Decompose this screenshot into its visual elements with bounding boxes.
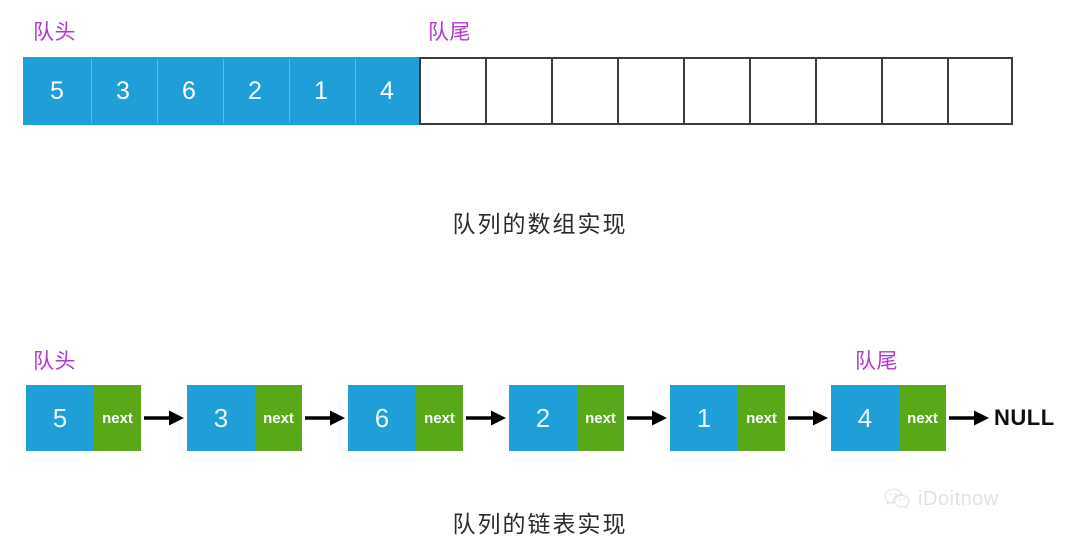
list-head-label: 队头 xyxy=(33,350,76,373)
array-cell xyxy=(749,57,815,125)
array-cell: 6 xyxy=(155,57,221,125)
node-value: 4 xyxy=(831,385,899,451)
array-cell xyxy=(881,57,947,125)
array-cell xyxy=(419,57,485,125)
next-arrow-icon xyxy=(946,408,992,428)
next-arrow-icon xyxy=(785,408,831,428)
node-next-pointer: next xyxy=(416,385,463,451)
array-cell xyxy=(815,57,881,125)
node-value: 1 xyxy=(670,385,738,451)
array-cell: 3 xyxy=(89,57,155,125)
node-next-pointer: next xyxy=(738,385,785,451)
array-cell xyxy=(683,57,749,125)
array-head-label: 队头 xyxy=(33,21,76,44)
array-tail-label: 队尾 xyxy=(428,21,471,44)
array-cell xyxy=(485,57,551,125)
node-value: 6 xyxy=(348,385,416,451)
array-cell: 1 xyxy=(287,57,353,125)
null-terminator: NULL xyxy=(994,405,1055,430)
node-value: 3 xyxy=(187,385,255,451)
next-arrow-icon xyxy=(302,408,348,428)
array-cell: 2 xyxy=(221,57,287,125)
node-value: 5 xyxy=(26,385,94,451)
node-next-pointer: next xyxy=(899,385,946,451)
array-cell xyxy=(617,57,683,125)
next-arrow-icon xyxy=(463,408,509,428)
array-cell: 5 xyxy=(23,57,89,125)
node-next-pointer: next xyxy=(577,385,624,451)
wechat-icon xyxy=(884,488,911,511)
next-arrow-icon xyxy=(141,408,187,428)
watermark-text: iDoitnow xyxy=(918,488,999,510)
array-caption: 队列的数组实现 xyxy=(452,211,628,237)
node-value: 2 xyxy=(509,385,577,451)
array-cell xyxy=(947,57,1013,125)
next-arrow-icon xyxy=(624,408,670,428)
node-next-pointer: next xyxy=(255,385,302,451)
array-cell xyxy=(551,57,617,125)
list-tail-label: 队尾 xyxy=(855,350,898,373)
list-caption: 队列的链表实现 xyxy=(452,511,628,537)
array-cell: 4 xyxy=(353,57,419,125)
node-next-pointer: next xyxy=(94,385,141,451)
watermark: iDoitnow xyxy=(884,488,999,511)
